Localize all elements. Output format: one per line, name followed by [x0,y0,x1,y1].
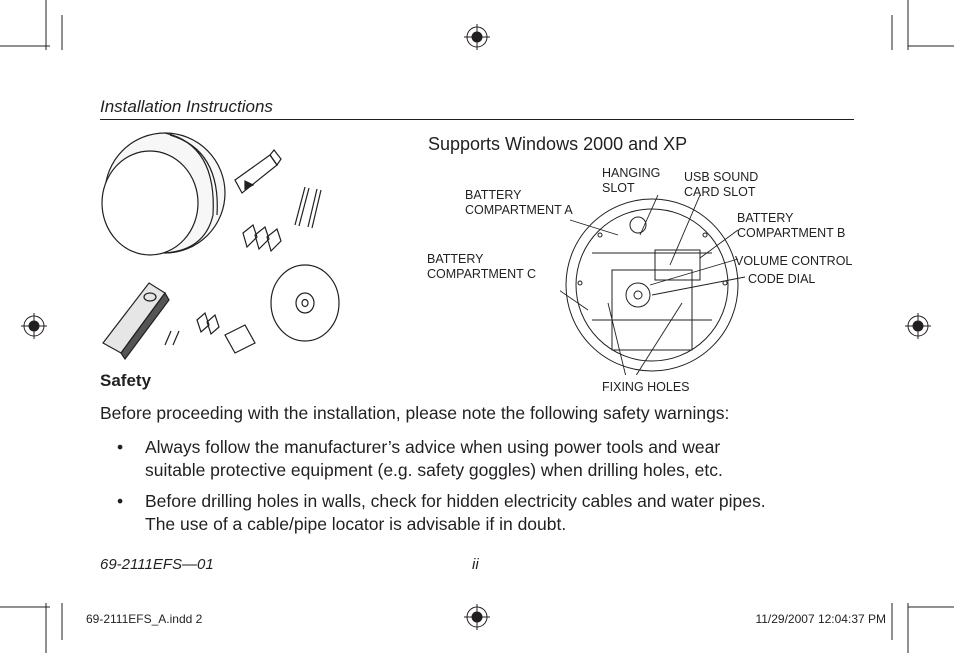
registration-mark-right [905,313,931,339]
small-screws [164,330,180,346]
bullet-symbol: • [117,491,124,511]
small-wall-plugs [196,311,220,336]
slug-datetime: 11/29/2007 12:04:37 PM [755,612,886,626]
label-code-dial: CODE DIAL [748,272,816,286]
push-button-transmitter [102,282,170,360]
label-hanging-slot: HANGING SLOT [602,166,661,195]
safety-intro: Before proceeding with the installation,… [100,403,730,423]
registration-mark-left [21,313,47,339]
doorbell-chime-unit [101,132,226,256]
label-battery-c: BATTERY COMPARTMENT C [427,252,537,281]
label-fixing-holes: FIXING HOLES [602,380,690,394]
chime-base-diagram [560,195,746,375]
registration-mark-bottom [464,604,490,630]
label-battery-b: BATTERY COMPARTMENT B [737,211,846,240]
wall-plugs [242,223,282,253]
leader-lines [560,195,746,375]
screws [294,186,322,229]
battery-card [224,324,256,354]
label-battery-a: BATTERY COMPARTMENT A [465,188,573,217]
software-cd [270,264,340,342]
label-volume-control: VOLUME CONTROL [735,254,853,268]
label-usb-slot: USB SOUND CARD SLOT [684,170,759,199]
usb-receiver [234,149,282,194]
page-header: Installation Instructions [100,97,273,116]
product-contents-illustration [101,132,340,360]
registration-mark-top [464,24,490,50]
document-number: 69-2111EFS—01 [100,556,214,573]
bullet-symbol: • [117,437,124,457]
diagram-heading: Supports Windows 2000 and XP [428,134,688,154]
slug-filename: 69-2111EFS_A.indd 2 [86,612,203,626]
bullet-text: Always follow the manufacturer’s advice … [145,437,723,480]
header-rule [100,119,854,120]
page-number: ii [472,556,479,573]
bullet-text: Before drilling holes in walls, check fo… [145,491,766,534]
safety-heading: Safety [100,371,152,390]
